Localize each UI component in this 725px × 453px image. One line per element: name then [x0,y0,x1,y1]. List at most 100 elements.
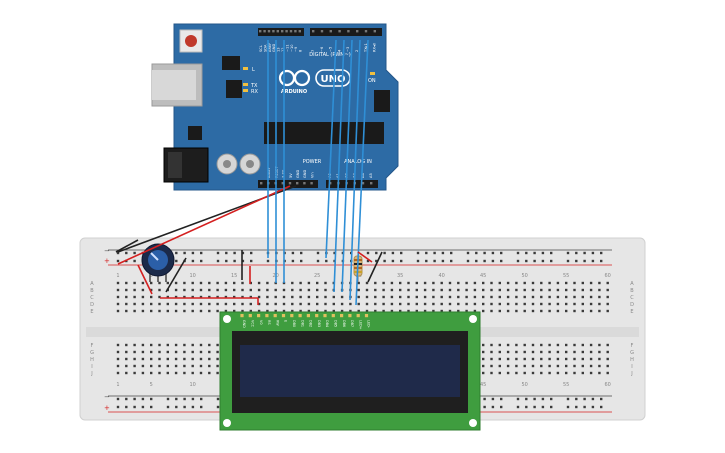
breadboard-hole[interactable] [382,295,385,299]
rail-hole[interactable] [200,405,203,409]
rail-hole[interactable] [183,397,186,401]
rail-hole[interactable] [483,397,486,401]
digital-header-right[interactable] [310,28,382,36]
breadboard-hole[interactable] [506,309,510,313]
breadboard-hole[interactable] [133,343,136,347]
breadboard-hole[interactable] [515,350,518,354]
breadboard-hole[interactable] [498,288,501,292]
rail-hole[interactable] [183,251,186,255]
breadboard-hole[interactable] [523,343,526,347]
breadboard-hole[interactable] [257,309,261,313]
breadboard-hole[interactable] [158,350,161,354]
rail-hole[interactable] [133,397,136,401]
breadboard-hole[interactable] [523,357,526,361]
lcd-pin[interactable] [257,314,261,318]
breadboard-hole[interactable] [340,302,344,306]
breadboard-hole[interactable] [573,295,576,299]
jumper-pot-gnd[interactable] [165,257,187,293]
breadboard-hole[interactable] [224,288,228,292]
breadboard-hole[interactable] [357,288,360,292]
breadboard-hole[interactable] [423,295,427,299]
breadboard-hole[interactable] [150,357,153,361]
digital-pin-hole[interactable] [364,30,368,33]
breadboard-hole[interactable] [390,295,394,299]
breadboard-hole[interactable] [125,343,128,347]
rail-hole[interactable] [116,251,120,255]
breadboard-hole[interactable] [515,295,518,299]
rail-hole[interactable] [516,259,520,263]
rail-hole[interactable] [483,259,486,263]
breadboard-hole[interactable] [307,295,311,299]
rail-hole[interactable] [591,259,595,263]
breadboard-hole[interactable] [141,309,145,313]
breadboard-hole[interactable] [606,357,609,361]
rail-hole[interactable] [175,251,178,255]
breadboard-hole[interactable] [548,350,551,354]
rail-hole[interactable] [500,397,503,401]
breadboard-hole[interactable] [407,281,410,285]
breadboard-hole[interactable] [324,288,327,292]
breadboard-hole[interactable] [158,281,161,285]
breadboard-hole[interactable] [224,295,228,299]
wires[interactable] [115,39,383,306]
breadboard-hole[interactable] [390,302,394,306]
breadboard-hole[interactable] [365,281,369,285]
rail-hole[interactable] [550,251,553,255]
wire-5v-arduino[interactable] [117,185,291,265]
breadboard-hole[interactable] [556,302,560,306]
breadboard-hole[interactable] [490,309,493,313]
breadboard-hole[interactable] [482,357,485,361]
breadboard-hole[interactable] [116,371,120,375]
breadboard-hole[interactable] [548,302,551,306]
rail-hole[interactable] [600,397,603,401]
breadboard-hole[interactable] [382,288,385,292]
rail-hole[interactable] [516,405,520,409]
breadboard-hole[interactable] [233,295,236,299]
breadboard-hole[interactable] [506,350,510,354]
breadboard-hole[interactable] [498,281,501,285]
breadboard-hole[interactable] [498,364,501,368]
breadboard-hole[interactable] [515,364,518,368]
breadboard-hole[interactable] [531,364,535,368]
rail-hole[interactable] [533,405,536,409]
breadboard-hole[interactable] [573,309,576,313]
breadboard-hole[interactable] [158,288,161,292]
rail-hole[interactable] [166,397,170,401]
breadboard-hole[interactable] [282,295,286,299]
breadboard-hole[interactable] [216,281,219,285]
breadboard-hole[interactable] [432,281,435,285]
breadboard-hole[interactable] [133,350,136,354]
breadboard-hole[interactable] [365,302,369,306]
rail-hole[interactable] [500,251,503,255]
breadboard-hole[interactable] [565,295,568,299]
breadboard-hole[interactable] [249,309,252,313]
breadboard-hole[interactable] [415,302,418,306]
rail-hole[interactable] [500,405,503,409]
breadboard-hole[interactable] [208,288,211,292]
rail-hole[interactable] [200,397,203,401]
breadboard-hole[interactable] [581,309,584,313]
breadboard-hole[interactable] [399,295,402,299]
rail-hole[interactable] [591,397,595,401]
breadboard-hole[interactable] [191,295,194,299]
breadboard-hole[interactable] [556,288,560,292]
breadboard-hole[interactable] [307,309,311,313]
jumper-pot-5v[interactable] [137,264,153,295]
rail-hole[interactable] [125,251,128,255]
breadboard-hole[interactable] [598,371,601,375]
digital-pin-hole[interactable] [298,30,301,33]
breadboard-hole[interactable] [548,364,551,368]
rail-hole[interactable] [125,405,128,409]
breadboard-hole[interactable] [515,281,518,285]
breadboard-hole[interactable] [125,364,128,368]
breadboard-hole[interactable] [490,364,493,368]
breadboard-hole[interactable] [440,281,443,285]
breadboard-hole[interactable] [141,371,145,375]
breadboard-hole[interactable] [216,364,219,368]
breadboard-hole[interactable] [291,295,294,299]
breadboard-hole[interactable] [266,288,269,292]
breadboard-hole[interactable] [390,309,394,313]
breadboard-hole[interactable] [299,309,302,313]
rail-hole[interactable] [116,397,120,401]
arduino-uno[interactable]: UNO ARDUINO DIGITAL (PWM~) POWER ANALOG … [151,23,399,191]
